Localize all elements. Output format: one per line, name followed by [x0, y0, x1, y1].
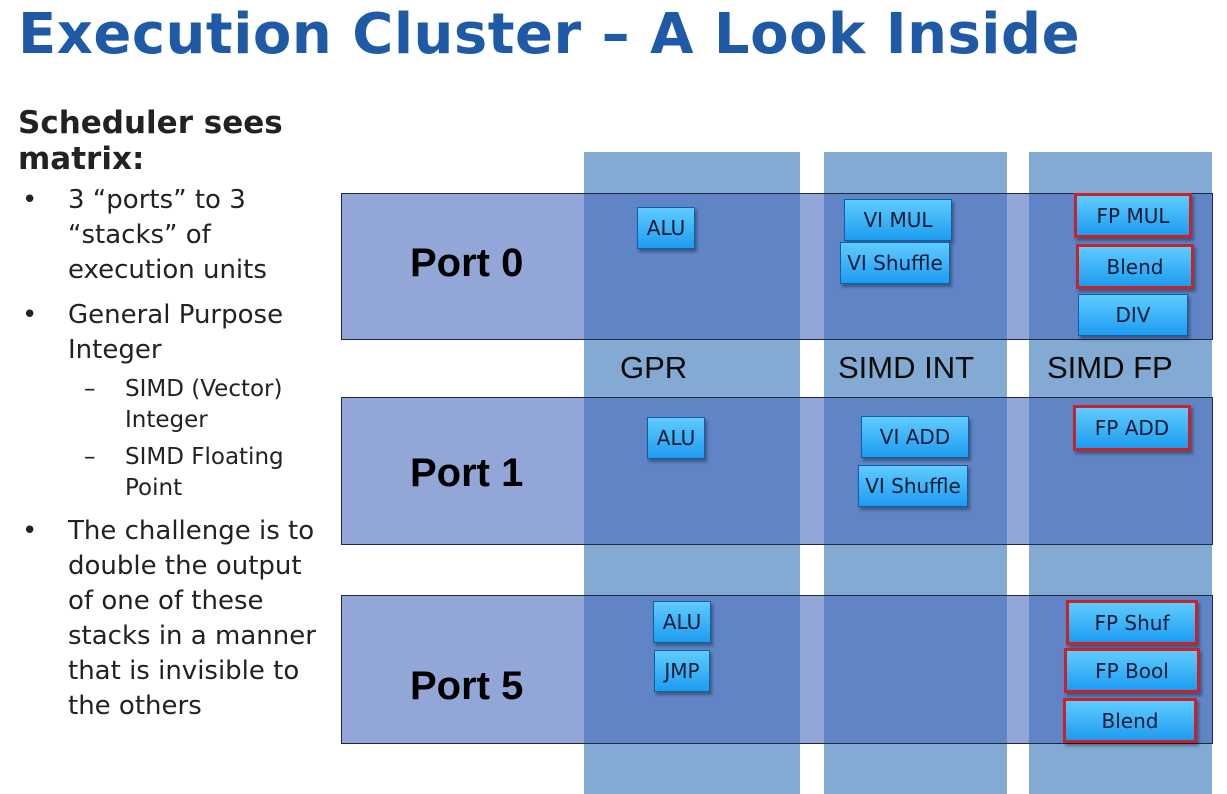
port-1-label: Port 1	[410, 451, 524, 495]
port-5-label: Port 5	[410, 664, 524, 708]
port-0-label: Port 0	[410, 241, 524, 285]
bullet-item: • 3 “ports” to 3 “stacks” of execution u…	[18, 183, 328, 288]
unit-fp-shuf-port5: FP Shuf	[1066, 600, 1198, 645]
left-heading: Scheduler sees matrix:	[18, 105, 283, 177]
bullet-dash: –	[84, 376, 96, 402]
slide-title: Execution Cluster – A Look Inside	[18, 2, 1081, 67]
unit-blend-port0: Blend	[1076, 244, 1194, 289]
unit-blend-port5: Blend	[1063, 698, 1197, 743]
bullet-item: • The challenge is to double the output …	[18, 514, 328, 724]
unit-div-port0: DIV	[1078, 294, 1188, 336]
bullet-text: General Purpose Integer	[68, 300, 284, 365]
unit-alu-port1: ALU	[647, 417, 705, 459]
sub-bullet-item: – SIMD (Vector) Integer	[18, 374, 328, 436]
unit-vi-add-port1: VI ADD	[861, 416, 969, 458]
bullet-dot: •	[22, 516, 38, 546]
unit-jmp-port5: JMP	[654, 650, 710, 692]
unit-vi-shuffle-port0: VI Shuffle	[840, 242, 950, 284]
bullet-dot: •	[22, 185, 38, 215]
unit-vi-mul-port0: VI MUL	[844, 199, 952, 241]
sub-bullet-text: SIMD (Vector) Integer	[125, 376, 283, 433]
unit-fp-mul-port0: FP MUL	[1074, 193, 1192, 238]
row-port-1	[341, 397, 1213, 545]
column-label-simd-int: SIMD INT	[838, 350, 975, 385]
sub-bullet-item: – SIMD Floating Point	[18, 442, 328, 504]
bullet-text: 3 “ports” to 3 “stacks” of execution uni…	[68, 185, 267, 285]
bullet-dot: •	[22, 300, 38, 330]
row-port-0	[341, 193, 1213, 340]
bullet-text: The challenge is to double the output of…	[68, 516, 316, 721]
unit-vi-shuffle-port1: VI Shuffle	[858, 465, 968, 507]
bullet-dash: –	[84, 444, 96, 470]
unit-fp-bool-port5: FP Bool	[1064, 648, 1200, 693]
unit-fp-add-port1: FP ADD	[1073, 405, 1191, 451]
unit-alu-port5: ALU	[653, 601, 711, 643]
unit-alu-port0: ALU	[637, 207, 695, 249]
sub-bullet-text: SIMD Floating Point	[125, 444, 284, 501]
bullet-item: • General Purpose Integer	[18, 298, 328, 368]
left-panel: Scheduler sees matrix: • 3 “ports” to 3 …	[18, 105, 328, 734]
column-label-gpr: GPR	[620, 350, 688, 385]
column-label-simd-fp: SIMD FP	[1047, 350, 1173, 385]
